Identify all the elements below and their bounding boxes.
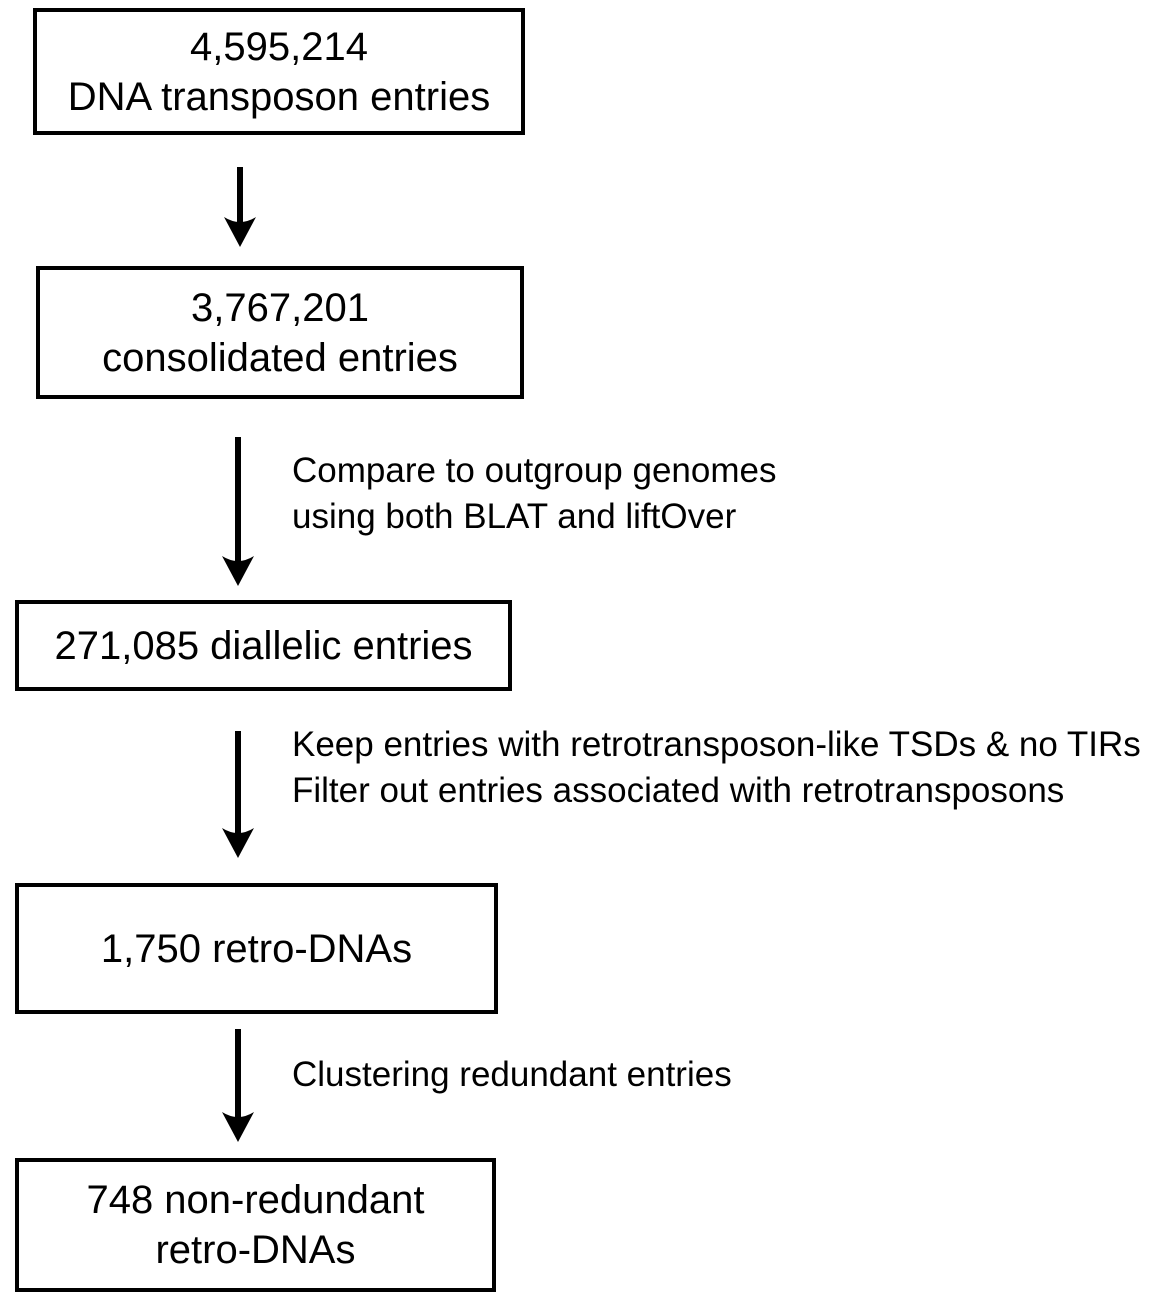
edge-label-keep-filter: Keep entries with retrotransposon-like T… bbox=[292, 725, 1141, 810]
edge-label-clustering: Clustering redundant entries bbox=[292, 1055, 732, 1094]
flow-box-consolidated-entries: 3,767,201 consolidated entries bbox=[36, 266, 524, 399]
flow-box-dna-transposon-entries: 4,595,214 DNA transposon entries bbox=[33, 8, 525, 135]
edge-label-compare-outgroup: Compare to outgroup genomes using both B… bbox=[292, 451, 777, 536]
down-arrow-icon-1 bbox=[224, 167, 256, 247]
down-arrow-icon-2 bbox=[222, 437, 254, 586]
flow-box-diallelic-entries: 271,085 diallelic entries bbox=[15, 600, 512, 691]
down-arrow-icon-3 bbox=[222, 731, 254, 858]
down-arrow-icon-4 bbox=[222, 1029, 254, 1142]
flow-box-non-redundant-retro-dnas: 748 non-redundant retro-DNAs bbox=[15, 1158, 496, 1292]
flow-box-retro-dnas: 1,750 retro-DNAs bbox=[15, 883, 498, 1014]
